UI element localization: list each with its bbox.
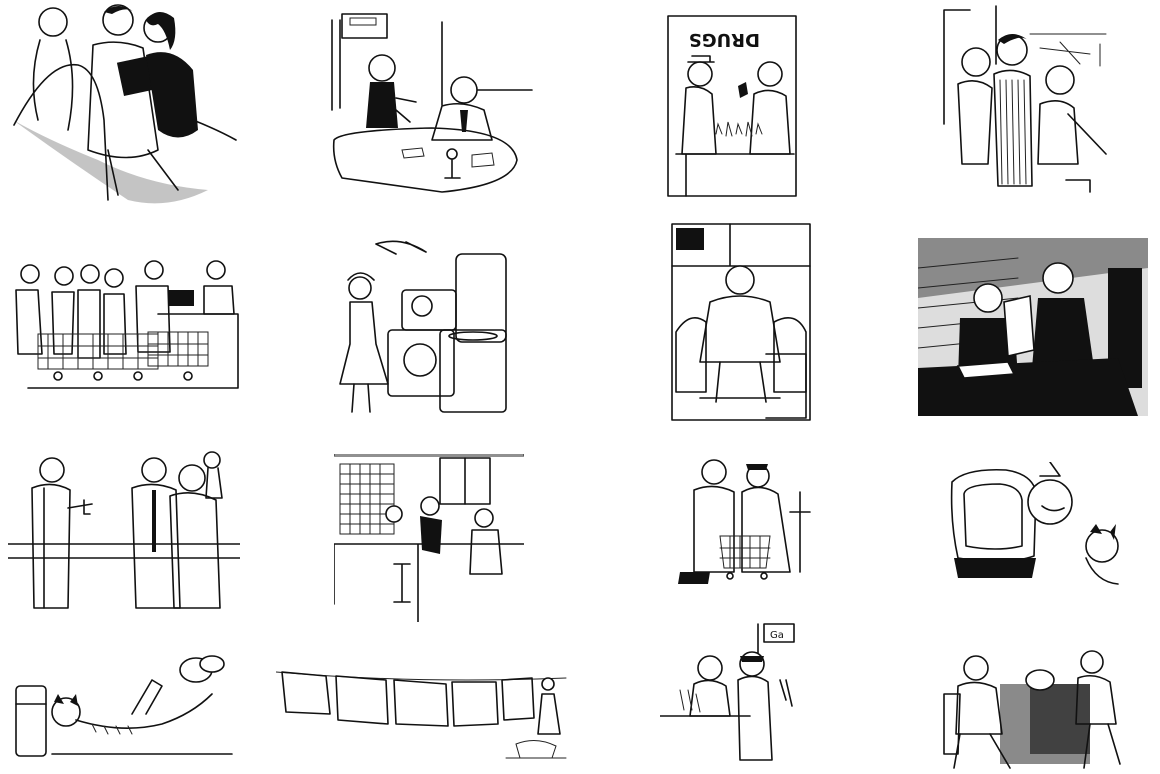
tile-woman-with-appliances[interactable] xyxy=(336,234,514,416)
tile-executives-at-desk[interactable] xyxy=(918,238,1148,416)
tile-couple-reading-book[interactable] xyxy=(8,0,240,212)
tile-control-room-workers[interactable] xyxy=(334,454,524,622)
tile-shop-counter-customers[interactable]: Ga xyxy=(660,620,800,762)
drugs-sign: DRUGS xyxy=(689,29,760,50)
tile-television-set-cartoon[interactable] xyxy=(946,462,1122,590)
tile-laundry-clothesline[interactable] xyxy=(276,664,572,762)
tile-grocer-and-shopper[interactable] xyxy=(650,452,816,592)
tile-drugstore-counter[interactable]: DRUGS xyxy=(666,14,800,198)
tile-drafting-table-designers[interactable] xyxy=(940,4,1110,196)
tile-man-in-armchair[interactable] xyxy=(670,222,812,422)
shop-sign: Ga xyxy=(770,630,784,641)
tile-office-desk-meeting[interactable] xyxy=(312,10,534,208)
tile-men-at-furnace[interactable] xyxy=(940,644,1130,772)
tile-supermarket-checkout-line[interactable] xyxy=(8,254,240,398)
tile-cartoon-tiger-lounging[interactable] xyxy=(12,654,238,758)
tile-laboratory-scientists[interactable] xyxy=(8,448,240,610)
